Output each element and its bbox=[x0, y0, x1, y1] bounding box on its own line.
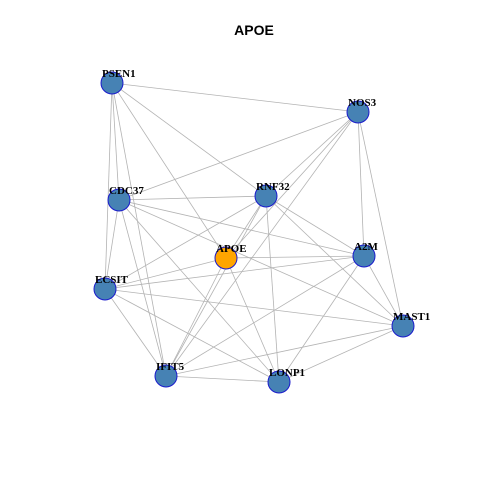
edge-rnf32-apoe bbox=[225, 195, 267, 259]
node-circle-psen1 bbox=[100, 71, 124, 95]
edge-cdc37-ecsit bbox=[104, 199, 120, 290]
node-circle-nos3 bbox=[346, 100, 370, 124]
node-nos3: NOS3 bbox=[346, 97, 377, 124]
node-psen1: PSEN1 bbox=[100, 68, 136, 95]
node-mast1: MAST1 bbox=[391, 311, 430, 338]
node-label-ifit5: IFIT5 bbox=[156, 361, 185, 373]
edge-psen1-nos3 bbox=[111, 82, 359, 113]
edge-psen1-cdc37 bbox=[111, 82, 120, 201]
edge-cdc37-a2m bbox=[118, 199, 365, 257]
edge-cdc37-rnf32 bbox=[118, 195, 267, 201]
edge-nos3-rnf32 bbox=[265, 111, 359, 197]
node-apoe: APOE bbox=[214, 243, 247, 270]
edge-psen1-ifit5 bbox=[111, 82, 167, 377]
edge-nos3-mast1 bbox=[357, 111, 404, 327]
node-label-psen1: PSEN1 bbox=[102, 68, 136, 80]
node-circle-a2m bbox=[352, 244, 376, 268]
edge-cdc37-lonp1 bbox=[118, 199, 280, 383]
edge-nos3-a2m bbox=[357, 111, 365, 257]
node-lonp1: LONP1 bbox=[267, 367, 305, 394]
edge-rnf32-ecsit bbox=[104, 195, 267, 290]
edge-rnf32-ifit5 bbox=[165, 195, 267, 377]
node-label-ecsit: ECSIT bbox=[95, 274, 129, 286]
node-a2m: A2M bbox=[352, 241, 378, 268]
node-label-mast1: MAST1 bbox=[393, 311, 430, 323]
edge-psen1-apoe bbox=[111, 82, 227, 259]
node-cdc37: CDC37 bbox=[107, 185, 144, 212]
node-label-a2m: A2M bbox=[354, 241, 378, 253]
edge-a2m-ecsit bbox=[104, 255, 365, 290]
node-circle-cdc37 bbox=[107, 188, 131, 212]
edge-apoe-lonp1 bbox=[225, 257, 280, 383]
node-circle-mast1 bbox=[391, 314, 415, 338]
node-circle-lonp1 bbox=[267, 370, 291, 394]
edge-a2m-mast1 bbox=[363, 255, 404, 327]
edge-apoe-ecsit bbox=[104, 257, 227, 290]
edge-cdc37-mast1 bbox=[118, 199, 404, 327]
edge-ecsit-mast1 bbox=[104, 288, 404, 327]
edge-psen1-rnf32 bbox=[111, 82, 267, 197]
node-ifit5: IFIT5 bbox=[154, 361, 185, 388]
node-ecsit: ECSIT bbox=[93, 274, 129, 301]
edge-nos3-ifit5 bbox=[165, 111, 359, 377]
node-label-lonp1: LONP1 bbox=[269, 367, 305, 379]
node-circle-ecsit bbox=[93, 277, 117, 301]
node-circle-rnf32 bbox=[254, 184, 278, 208]
edge-mast1-ifit5 bbox=[165, 325, 404, 377]
edge-ecsit-ifit5 bbox=[104, 288, 167, 377]
node-circle-apoe bbox=[214, 246, 238, 270]
edge-psen1-ecsit bbox=[104, 82, 113, 290]
node-label-rnf32: RNF32 bbox=[256, 181, 290, 193]
edge-nos3-apoe bbox=[225, 111, 359, 259]
edge-apoe-a2m bbox=[225, 255, 365, 259]
edge-mast1-lonp1 bbox=[278, 325, 404, 383]
edge-rnf32-lonp1 bbox=[265, 195, 280, 383]
node-rnf32: RNF32 bbox=[254, 181, 290, 208]
edge-cdc37-ifit5 bbox=[118, 199, 167, 377]
edge-layer bbox=[104, 82, 404, 383]
edge-nos3-cdc37 bbox=[118, 111, 359, 201]
edge-ifit5-lonp1 bbox=[165, 375, 280, 383]
edge-a2m-lonp1 bbox=[278, 255, 365, 383]
edge-rnf32-a2m bbox=[265, 195, 365, 257]
edge-rnf32-mast1 bbox=[265, 195, 404, 327]
edge-a2m-ifit5 bbox=[165, 255, 365, 377]
node-circle-ifit5 bbox=[154, 364, 178, 388]
node-label-nos3: NOS3 bbox=[348, 97, 377, 109]
node-label-apoe: APOE bbox=[216, 243, 247, 255]
edge-apoe-ifit5 bbox=[165, 257, 227, 377]
graph-title: APOE bbox=[234, 22, 274, 38]
node-label-cdc37: CDC37 bbox=[109, 185, 144, 197]
edge-ecsit-lonp1 bbox=[104, 288, 280, 383]
